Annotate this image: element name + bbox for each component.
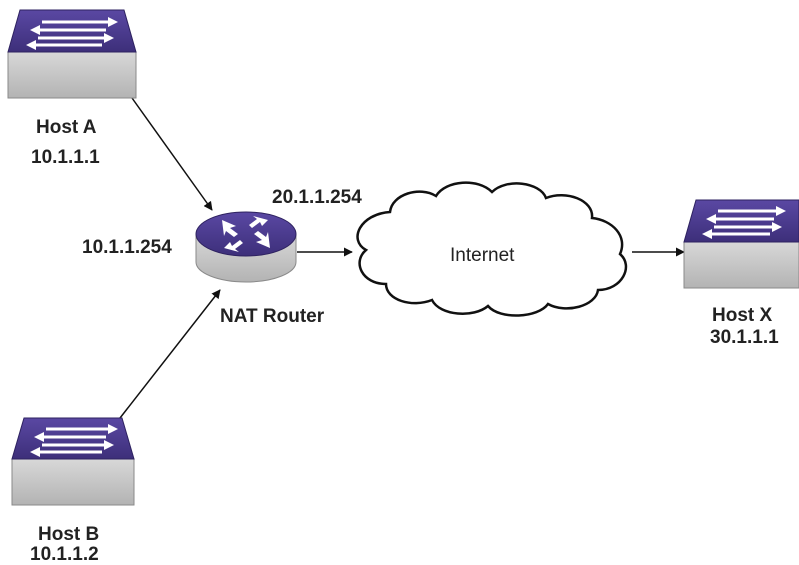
- router-name: NAT Router: [220, 306, 325, 327]
- internet-cloud-icon: [356, 181, 628, 317]
- host-x-switch-icon: [683, 199, 799, 289]
- host-a-name: Host A: [36, 117, 97, 138]
- router-outside-ip: 20.1.1.254: [272, 187, 362, 208]
- host-x-ip: 30.1.1.1: [710, 327, 779, 348]
- host-b-switch-icon: [11, 417, 135, 506]
- host-a-ip: 10.1.1.1: [31, 147, 100, 168]
- host-b-name: Host B: [38, 524, 100, 545]
- internet-label: Internet: [450, 245, 515, 266]
- nat-router-icon: [195, 211, 297, 283]
- host-x-name: Host X: [712, 305, 773, 326]
- router-inside-ip: 10.1.1.254: [82, 237, 172, 258]
- host-a-switch-icon: [7, 9, 137, 99]
- link-host-b-to-router: [119, 289, 221, 419]
- host-b-ip: 10.1.1.2: [30, 544, 99, 565]
- link-host-a-to-router: [131, 97, 213, 211]
